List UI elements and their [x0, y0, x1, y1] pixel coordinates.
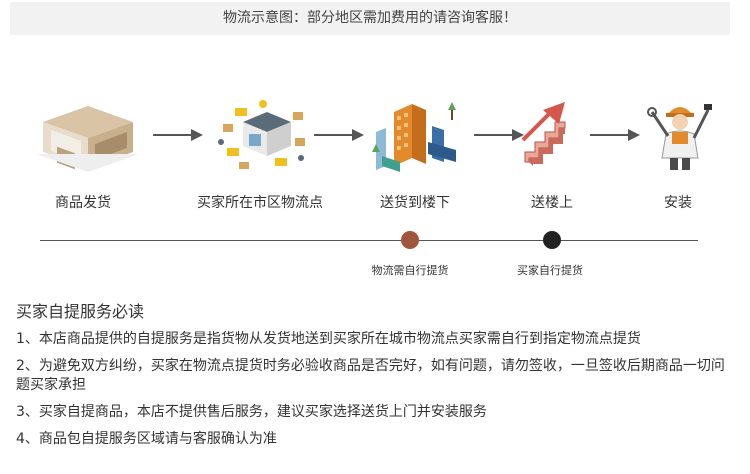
step-label-ship-goods: 商品发货	[55, 195, 111, 211]
step-label-deliver-downstairs: 送货到楼下	[380, 195, 450, 211]
warehouse-icon	[37, 106, 139, 172]
step-deliver-upstairs	[488, 92, 618, 177]
step-label-deliver-upstairs: 送楼上	[531, 195, 573, 211]
notice-rule: 3、买家自提商品，本店不提供售后服务，建议买家选择送货上门并安装服务	[16, 404, 487, 420]
milestone-dot-buyer-pickup	[543, 231, 561, 249]
header-banner: 物流示意图：部分地区需加费用的请咨询客服！	[10, 2, 730, 35]
flow-arrow-icon	[474, 129, 524, 141]
stairs-up-icon	[521, 102, 566, 166]
banner-text: 物流示意图：部分地区需加费用的请咨询客服！	[223, 10, 517, 26]
milestone-dot-logistics-pickup	[401, 231, 419, 249]
logistics-hub-icon	[218, 100, 305, 169]
milestone-label-buyer-pickup: 买家自行提货	[517, 264, 583, 277]
notice-rule: 1、本店商品提供的自提服务是指货物从发货地送到买家所在城市物流点买家需自行到指定…	[16, 331, 641, 347]
timeline-line	[40, 240, 698, 241]
flow-arrow-icon	[314, 129, 364, 141]
milestone-label-logistics-pickup: 物流需自行提货	[371, 264, 449, 277]
notice-rule: 2、为避免双方纠纷，买家在物流点提货时务必验收商品是否完好，如有问题，请勿签收，…	[16, 358, 725, 393]
step-ship-goods	[23, 92, 153, 172]
flow-arrow-icon	[153, 129, 203, 141]
step-label-logistics-hub: 买家所在市区物流点	[197, 195, 323, 211]
notice-rule: 4、商品包自提服务区域请与客服确认为准	[16, 431, 277, 447]
step-install	[615, 92, 745, 177]
step-logistics-hub	[195, 92, 325, 177]
building-icon	[372, 102, 456, 172]
flow-arrow-icon	[590, 129, 640, 141]
notice-rules: 1、本店商品提供的自提服务是指货物从发货地送到买家所在城市物流点买家需自行到指定…	[16, 330, 736, 457]
step-deliver-downstairs	[349, 92, 479, 177]
notice-title: 买家自提服务必读	[16, 302, 145, 321]
step-label-install: 安装	[664, 195, 692, 211]
installer-icon	[647, 104, 712, 170]
